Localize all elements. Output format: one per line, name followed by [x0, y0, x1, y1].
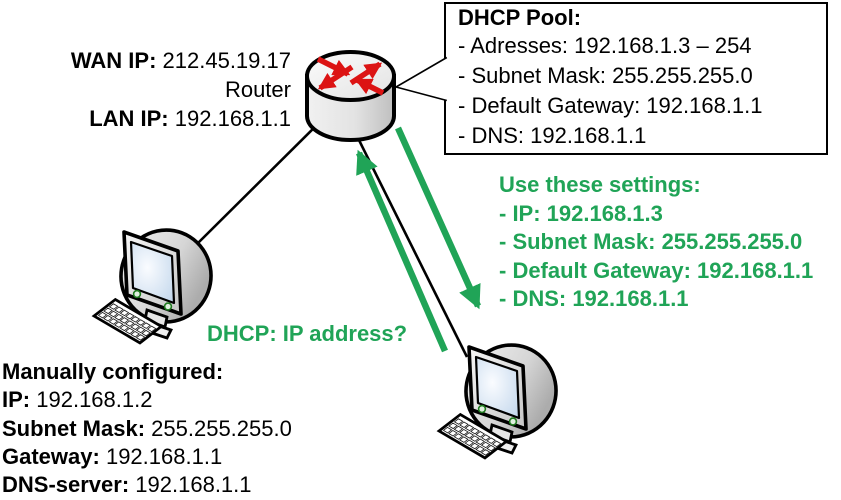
dhcp-offer-dns: - DNS: 192.168.1.1 — [499, 286, 689, 311]
dhcp-offer-subnet: - Subnet Mask: 255.255.255.0 — [499, 229, 803, 254]
dhcp-pool-subnet: - Subnet Mask: 255.255.255.0 — [458, 63, 753, 88]
dhcp-pool-dns: - DNS: 192.168.1.1 — [458, 123, 647, 148]
wan-ip-line: WAN IP: 212.45.19.17 — [71, 46, 291, 75]
dhcp-request-label: DHCP: IP address? — [207, 321, 408, 346]
manual-gateway-line: Gateway: 192.168.1.1 — [2, 443, 292, 471]
manual-subnet-line: Subnet Mask: 255.255.255.0 — [2, 415, 292, 443]
manual-dns-line: DNS-server: 192.168.1.1 — [2, 471, 292, 499]
manual-ip-line: IP: 192.168.1.2 — [2, 386, 292, 414]
wan-ip-value: 212.45.19.17 — [162, 48, 291, 73]
dhcp-offer-gateway: - Default Gateway: 192.168.1.1 — [499, 257, 814, 283]
manual-ip-label: IP: — [2, 387, 31, 413]
dhcp-pool-addresses: - Adresses: 192.168.1.3 – 254 — [458, 33, 752, 58]
lan-ip-value: 192.168.1.1 — [174, 106, 291, 131]
dhcp-pool-box — [444, 2, 828, 155]
manual-gateway-label: Gateway: — [2, 443, 100, 469]
manual-ip-value: 192.168.1.2 — [36, 387, 153, 413]
link-router-manual-pc — [197, 111, 331, 244]
wan-ip-label: WAN IP: — [70, 48, 157, 73]
crossed-arrows-icon — [316, 56, 385, 96]
dhcp-offer-text: Use these settings: - IP: 192.168.1.3 - … — [499, 171, 813, 314]
dhcp-offer-title: Use these settings: — [499, 172, 701, 197]
callout-pointer — [393, 56, 448, 102]
router-icon — [305, 50, 396, 142]
computer-icon-dhcp-client — [437, 336, 566, 460]
dhcp-pool-title: DHCP Pool: — [458, 5, 582, 30]
manual-subnet-label: Subnet Mask: — [2, 415, 146, 441]
manual-gateway-value: 192.168.1.1 — [105, 443, 223, 469]
manual-config-text: Manually configured: IP: 192.168.1.2 Sub… — [2, 358, 292, 499]
dhcp-pool-text: DHCP Pool: - Adresses: 192.168.1.3 – 254… — [458, 4, 763, 151]
router-label: Router — [224, 77, 291, 102]
lan-ip-label: LAN IP: — [89, 106, 169, 131]
manual-subnet-value: 255.255.255.0 — [151, 415, 292, 441]
dhcp-offer-ip: - IP: 192.168.1.3 — [499, 200, 663, 226]
manual-config-title: Manually configured: — [2, 359, 224, 384]
dhcp-offer-arrow — [395, 126, 481, 310]
lan-ip-line: LAN IP: 192.168.1.1 — [71, 104, 291, 133]
dhcp-request-arrow — [356, 149, 448, 353]
dhcp-pool-gateway: - Default Gateway: 192.168.1.1 — [458, 93, 763, 118]
manual-dns-value: 192.168.1.1 — [135, 472, 252, 498]
router-address-labels: WAN IP: 212.45.19.17 Router LAN IP: 192.… — [71, 46, 291, 133]
manual-dns-label: DNS-server: — [2, 472, 130, 498]
